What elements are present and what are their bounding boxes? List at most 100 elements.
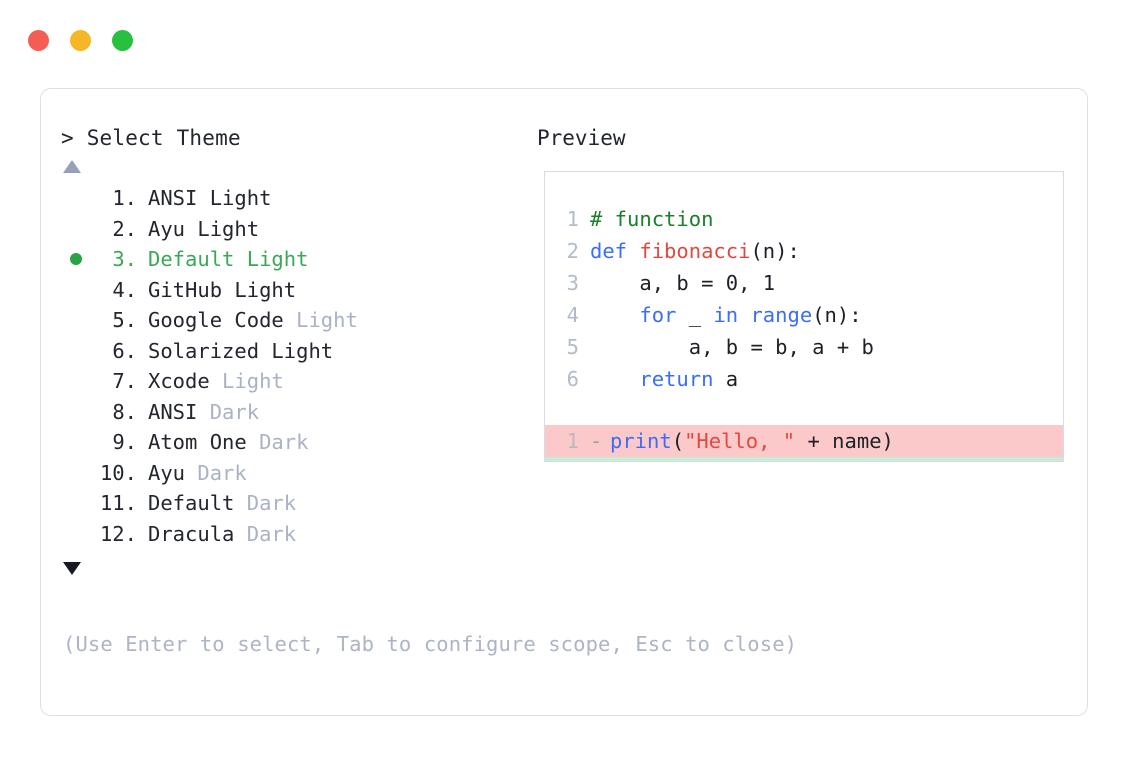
code-line-source: def fibonacci(n): — [590, 235, 800, 267]
code-token: fibonacci — [639, 239, 751, 263]
code-token: range — [750, 303, 813, 327]
theme-item-variant: Light — [234, 247, 309, 271]
code-token: a — [713, 367, 739, 391]
theme-item-name: ANSI — [148, 399, 198, 424]
code-line: 6 return a — [545, 363, 1063, 395]
theme-item[interactable]: 4. GitHub Light — [61, 275, 531, 306]
maximize-button[interactable] — [112, 30, 133, 51]
theme-item-name: Google Code — [148, 308, 284, 332]
code-line-number: 1 — [566, 207, 579, 231]
theme-item-name: Dracula — [148, 521, 235, 546]
code-token: def — [590, 239, 640, 263]
theme-item-index: 3. — [112, 247, 137, 271]
theme-item-variant: Dark — [185, 460, 247, 485]
code-token: a, b = 0, 1 — [590, 271, 776, 295]
theme-item-name: GitHub — [148, 277, 223, 302]
theme-item-variant: Dark — [197, 399, 260, 424]
code-token: a, b = b, a + b — [590, 335, 874, 359]
theme-item-index: 10. — [99, 460, 137, 485]
theme-item-variant: Light — [209, 369, 284, 393]
diff-added-line: 1 +print(f"Hello, {name}!") — [545, 457, 1063, 462]
code-line-source: a, b = 0, 1 — [590, 267, 775, 299]
theme-item[interactable]: 9.Atom One Dark — [61, 427, 531, 458]
theme-item-variant: Light — [222, 277, 297, 302]
theme-item[interactable]: 3.Default Light — [61, 244, 531, 275]
code-line-source: return a — [590, 363, 738, 395]
diff-sign: + — [590, 457, 610, 461]
theme-item-index: 4. — [112, 277, 137, 302]
selection-bullet-icon — [70, 253, 82, 266]
diff-sign: - — [590, 429, 603, 453]
theme-item-index: 8. — [112, 399, 137, 424]
theme-item-index: 12. — [99, 521, 137, 546]
theme-item-index: 11. — [99, 491, 137, 515]
theme-item-variant: Light — [197, 186, 272, 210]
keyboard-hint: (Use Enter to select, Tab to configure s… — [63, 632, 798, 656]
code-blank-line — [545, 395, 1063, 425]
minimize-button[interactable] — [70, 30, 91, 51]
code-token: print — [610, 461, 672, 462]
close-button[interactable] — [28, 30, 49, 51]
theme-item-variant: Dark — [234, 521, 297, 546]
theme-item-index: 7. — [112, 369, 137, 393]
theme-item[interactable]: 12. Dracula Dark — [61, 519, 531, 550]
code-line: 4 for _ in range(n): — [545, 299, 1063, 331]
theme-item-variant: Light — [185, 216, 260, 241]
theme-item-name: Atom One — [148, 430, 247, 454]
code-line-number: 1 — [553, 457, 579, 461]
page-title: Select Theme — [86, 126, 241, 150]
code-token: (n): — [750, 239, 800, 263]
prompt-caret: > — [61, 126, 74, 150]
selection-bullet-slot — [61, 253, 91, 266]
code-token: print — [610, 429, 672, 453]
theme-item[interactable]: 2. Ayu Light — [61, 214, 531, 245]
theme-item-index: 5. — [112, 308, 137, 332]
theme-item-variant: Dark — [246, 430, 309, 454]
theme-item-variant: Light — [283, 308, 358, 332]
code-token: ( — [672, 461, 684, 462]
code-token: ) — [894, 461, 906, 462]
code-line-number: 6 — [566, 367, 579, 391]
theme-item-index: 6. — [112, 338, 137, 363]
code-line: 3 a, b = 0, 1 — [545, 267, 1063, 299]
prompt-line: > Select Theme — [61, 123, 531, 153]
code-line-number: 4 — [566, 303, 579, 327]
scroll-down-indicator[interactable] — [61, 553, 531, 583]
code-line-source: for _ in range(n): — [590, 299, 862, 331]
theme-item[interactable]: 8. ANSI Dark — [61, 397, 531, 428]
theme-item-name: Ayu — [148, 460, 186, 485]
theme-item[interactable]: 11.Default Dark — [61, 488, 531, 519]
code-token: "Hello, " — [684, 429, 796, 453]
code-token: in — [713, 303, 751, 327]
theme-item-name: Ayu — [148, 216, 186, 241]
theme-item[interactable]: 7.Xcode Light — [61, 366, 531, 397]
theme-item[interactable]: 6.Solarized Light — [61, 336, 531, 367]
code-line-number: 3 — [566, 271, 579, 295]
code-token: ( — [671, 429, 685, 453]
code-token: return — [639, 367, 714, 391]
code-line-source: # function — [590, 203, 713, 235]
preview-label: Preview — [537, 126, 626, 150]
code-token: f"Hello, {name}!" — [684, 461, 894, 462]
theme-item-index: 2. — [112, 216, 137, 241]
triangle-up-icon — [63, 159, 81, 173]
theme-item[interactable]: 5. Google Code Light — [61, 305, 531, 336]
theme-item[interactable]: 10. Ayu Dark — [61, 458, 531, 489]
code-line-source: print("Hello, " + name) — [610, 425, 894, 457]
code-token: for — [639, 303, 677, 327]
code-token — [590, 303, 639, 327]
scroll-up-indicator[interactable] — [61, 153, 531, 179]
theme-item[interactable]: 1.ANSI Light — [61, 183, 531, 214]
code-token: _ — [676, 303, 714, 327]
theme-item-name: Default — [148, 491, 235, 515]
code-token: (n): — [812, 303, 862, 327]
theme-item-index: 1. — [112, 186, 137, 210]
code-line-source: a, b = b, a + b — [590, 331, 874, 363]
diff-removed-line: 1-print("Hello, " + name) — [545, 425, 1063, 457]
triangle-down-icon — [63, 561, 81, 575]
